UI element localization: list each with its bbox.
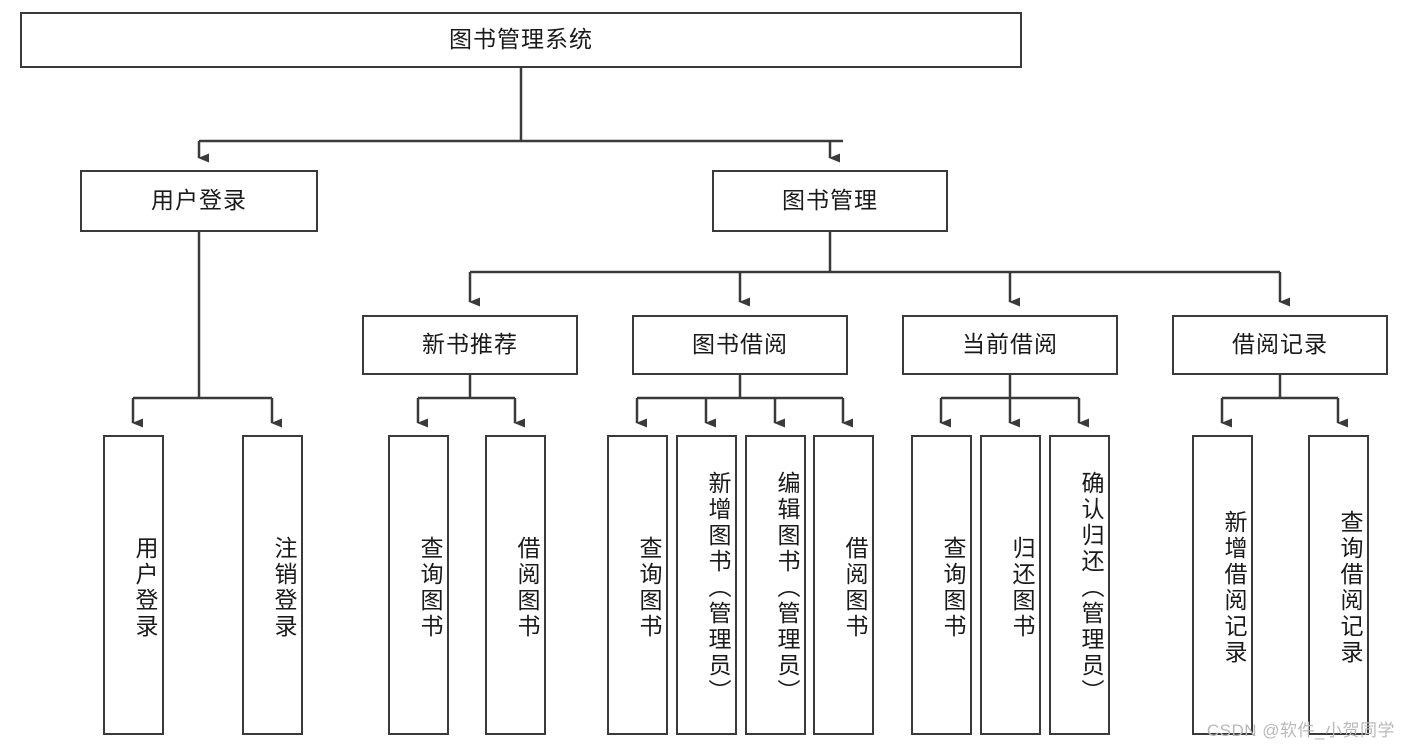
leaf-query-record-label: 查询借阅记录 (1337, 510, 1363, 666)
node-book-manage-label: 图书管理 (782, 187, 878, 214)
node-borrow-record-label: 借阅记录 (1232, 331, 1328, 358)
node-borrow-record[interactable]: 借阅记录 (1172, 315, 1388, 375)
leaf-logout-login[interactable]: 注销登录 (242, 435, 303, 735)
leaf-borrow-book-1-label: 借阅图书 (514, 536, 540, 640)
leaf-query-book-2[interactable]: 查询图书 (607, 435, 668, 735)
leaf-borrow-book-2-label: 借阅图书 (842, 536, 868, 640)
node-book-borrow-label: 图书借阅 (692, 331, 788, 358)
leaf-add-record[interactable]: 新增借阅记录 (1192, 435, 1253, 735)
node-user-login-label: 用户登录 (151, 187, 247, 214)
node-current-borrow[interactable]: 当前借阅 (902, 315, 1118, 375)
leaf-query-book-3[interactable]: 查询图书 (911, 435, 972, 735)
leaf-add-record-label: 新增借阅记录 (1221, 510, 1247, 666)
leaf-query-record[interactable]: 查询借阅记录 (1308, 435, 1369, 735)
leaf-confirm-return[interactable]: 确认归还（管理员） (1049, 435, 1110, 735)
leaf-confirm-return-label: 确认归还（管理员） (1078, 471, 1104, 705)
leaf-logout-login-label: 注销登录 (271, 536, 297, 640)
leaf-query-book-1[interactable]: 查询图书 (388, 435, 449, 735)
leaf-return-book[interactable]: 归还图书 (980, 435, 1041, 735)
leaf-user-login-label: 用户登录 (132, 536, 158, 640)
leaf-query-book-3-label: 查询图书 (940, 536, 966, 640)
leaf-edit-book-label: 编辑图书（管理员） (774, 471, 800, 705)
leaf-borrow-book-2[interactable]: 借阅图书 (813, 435, 874, 735)
node-book-manage[interactable]: 图书管理 (712, 170, 948, 232)
leaf-user-login[interactable]: 用户登录 (103, 435, 164, 735)
leaf-edit-book[interactable]: 编辑图书（管理员） (745, 435, 806, 735)
node-new-book-recommend[interactable]: 新书推荐 (362, 315, 578, 375)
leaf-query-book-1-label: 查询图书 (417, 536, 443, 640)
node-user-login[interactable]: 用户登录 (80, 170, 318, 232)
node-new-book-recommend-label: 新书推荐 (422, 331, 518, 358)
leaf-query-book-2-label: 查询图书 (636, 536, 662, 640)
node-book-borrow[interactable]: 图书借阅 (632, 315, 848, 375)
node-current-borrow-label: 当前借阅 (962, 331, 1058, 358)
leaf-add-book[interactable]: 新增图书（管理员） (676, 435, 737, 735)
leaf-borrow-book-1[interactable]: 借阅图书 (485, 435, 546, 735)
node-root[interactable]: 图书管理系统 (20, 12, 1022, 68)
leaf-return-book-label: 归还图书 (1009, 536, 1035, 640)
leaf-add-book-label: 新增图书（管理员） (705, 471, 731, 705)
node-root-label: 图书管理系统 (449, 26, 593, 53)
